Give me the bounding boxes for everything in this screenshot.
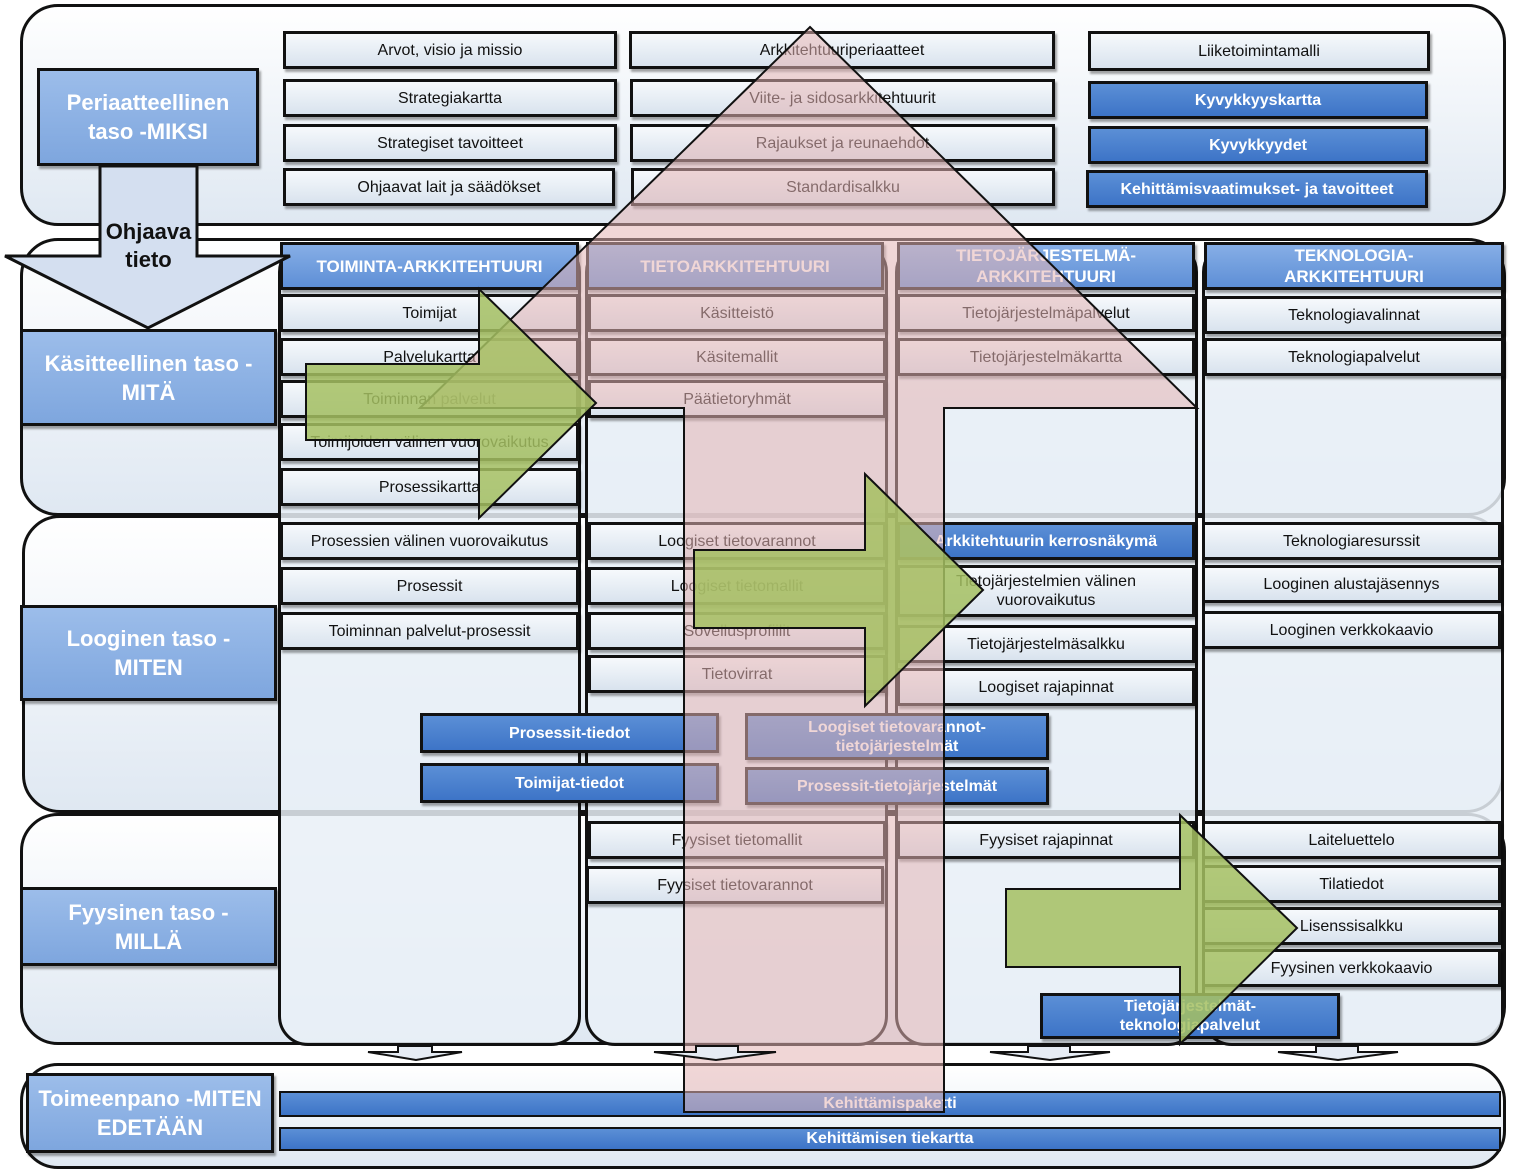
level-logical: Looginen taso - MITEN bbox=[20, 605, 277, 701]
principle-item: Rajaukset ja reunaehdot bbox=[630, 124, 1055, 162]
principle-item: Arvot, visio ja missio bbox=[283, 31, 617, 69]
level-conceptual: Käsitteellinen taso - MITÄ bbox=[20, 329, 277, 426]
cross-link-process-systems: Prosessit-tietojärjestelmät bbox=[745, 767, 1049, 805]
chevron-down-icon bbox=[1277, 1045, 1399, 1062]
level-physical: Fyysinen taso - MILLÄ bbox=[20, 887, 277, 966]
chevron-down-icon bbox=[989, 1045, 1111, 1062]
technology-item: Laiteluettelo bbox=[1202, 821, 1501, 859]
guiding-info-label: Ohjaava tieto bbox=[105, 219, 192, 272]
header-business: TOIMINTA-ARKKITEHTUURI bbox=[280, 242, 579, 290]
principle-item: Kehittämisvaatimukset- ja tavoitteet bbox=[1086, 170, 1428, 208]
header-information: TIETOARKKITEHTUURI bbox=[586, 242, 884, 290]
principle-item: Kyvykkyyskartta bbox=[1088, 81, 1428, 119]
principle-item: Strategiakartta bbox=[283, 79, 617, 117]
principle-item: Ohjaavat lait ja säädökset bbox=[283, 168, 615, 206]
implementation-bar-roadmap: Kehittämisen tiekartta bbox=[279, 1127, 1501, 1151]
systems-item: Tietojärjestelmien välinen vuorovaikutus bbox=[897, 565, 1195, 617]
technology-item: Teknologiapalvelut bbox=[1204, 338, 1504, 376]
cross-link-data-systems: Loogiset tietovarannot-tietojärjestelmät bbox=[745, 713, 1049, 760]
header-systems: TIETOJÄRJESTELMÄ-ARKKITEHTUURI bbox=[897, 242, 1195, 290]
systems-item: Fyysiset rajapinnat bbox=[897, 821, 1195, 859]
technology-item: Teknologiavalinnat bbox=[1204, 296, 1504, 334]
business-item: Toimijat bbox=[280, 294, 579, 332]
information-item: Fyysiset tietomallit bbox=[588, 821, 886, 859]
business-item: Prosessikartta bbox=[280, 468, 579, 506]
business-item: Toiminnan palvelut-prosessit bbox=[280, 612, 579, 650]
implementation-bar-package: Kehittämispaketti bbox=[279, 1091, 1501, 1117]
systems-item: Tietojärjestelmäsalkku bbox=[897, 625, 1195, 663]
information-item: Käsitteistö bbox=[588, 294, 886, 332]
header-technology: TEKNOLOGIA-ARKKITEHTUURI bbox=[1204, 242, 1504, 290]
information-item: Loogiset tietomallit bbox=[588, 567, 886, 605]
technology-item: Tilatiedot bbox=[1202, 865, 1501, 903]
principle-item: Kyvykkyydet bbox=[1088, 126, 1428, 164]
chevron-down-icon bbox=[653, 1045, 777, 1062]
information-item: Fyysiset tietovarannot bbox=[586, 866, 884, 904]
technology-item: Looginen alustajäsennys bbox=[1202, 565, 1501, 603]
business-item: Toiminnan palvelut bbox=[280, 380, 579, 418]
information-item: Sovellusprofiilit bbox=[588, 612, 886, 650]
business-item: Palvelukartta bbox=[280, 338, 579, 376]
systems-item: Tietojärjestelmäkartta bbox=[897, 338, 1195, 376]
cross-link-actor-info: Toimijat-tiedot bbox=[420, 763, 719, 803]
principle-item: Standardisalkku bbox=[631, 168, 1055, 206]
information-item: Päätietoryhmät bbox=[588, 380, 886, 418]
principle-item: Arkkitehtuuriperiaatteet bbox=[629, 31, 1055, 69]
technology-item: Looginen verkkokaavio bbox=[1202, 611, 1501, 649]
principle-item: Viite- ja sidosarkkitehtuurit bbox=[630, 79, 1055, 117]
cross-link-systems-tech: Tietojärjestelmät-teknologiapalvelut bbox=[1040, 993, 1340, 1039]
principle-item: Strategiset tavoitteet bbox=[283, 124, 617, 162]
technology-item: Fyysinen verkkokaavio bbox=[1202, 949, 1501, 987]
information-item: Käsitemallit bbox=[588, 338, 886, 376]
level-implementation: Toimeenpano -MITEN EDETÄÄN bbox=[26, 1073, 274, 1153]
information-item: Tietovirrat bbox=[588, 655, 886, 693]
business-item: Prosessit bbox=[280, 567, 579, 605]
chevron-down-icon bbox=[367, 1045, 463, 1062]
technology-item: Lisenssisalkku bbox=[1202, 907, 1501, 945]
systems-item: Arkkitehtuurin kerrosnäkymä bbox=[897, 522, 1195, 560]
level-principle: Periaatteellinen taso -MIKSI bbox=[37, 68, 259, 166]
cross-link-process-info: Prosessit-tiedot bbox=[420, 713, 719, 753]
principle-item: Liiketoimintamalli bbox=[1088, 31, 1430, 71]
business-item: Prosessien välinen vuorovaikutus bbox=[280, 522, 579, 560]
information-item: Loogiset tietovarannot bbox=[588, 522, 886, 560]
technology-item: Teknologiaresurssit bbox=[1202, 522, 1501, 560]
business-item: Toimijoiden välinen vuorovaikutus bbox=[280, 423, 579, 461]
systems-item: Loogiset rajapinnat bbox=[897, 668, 1195, 706]
systems-item: Tietojärjestelmäpalvelut bbox=[897, 294, 1195, 332]
